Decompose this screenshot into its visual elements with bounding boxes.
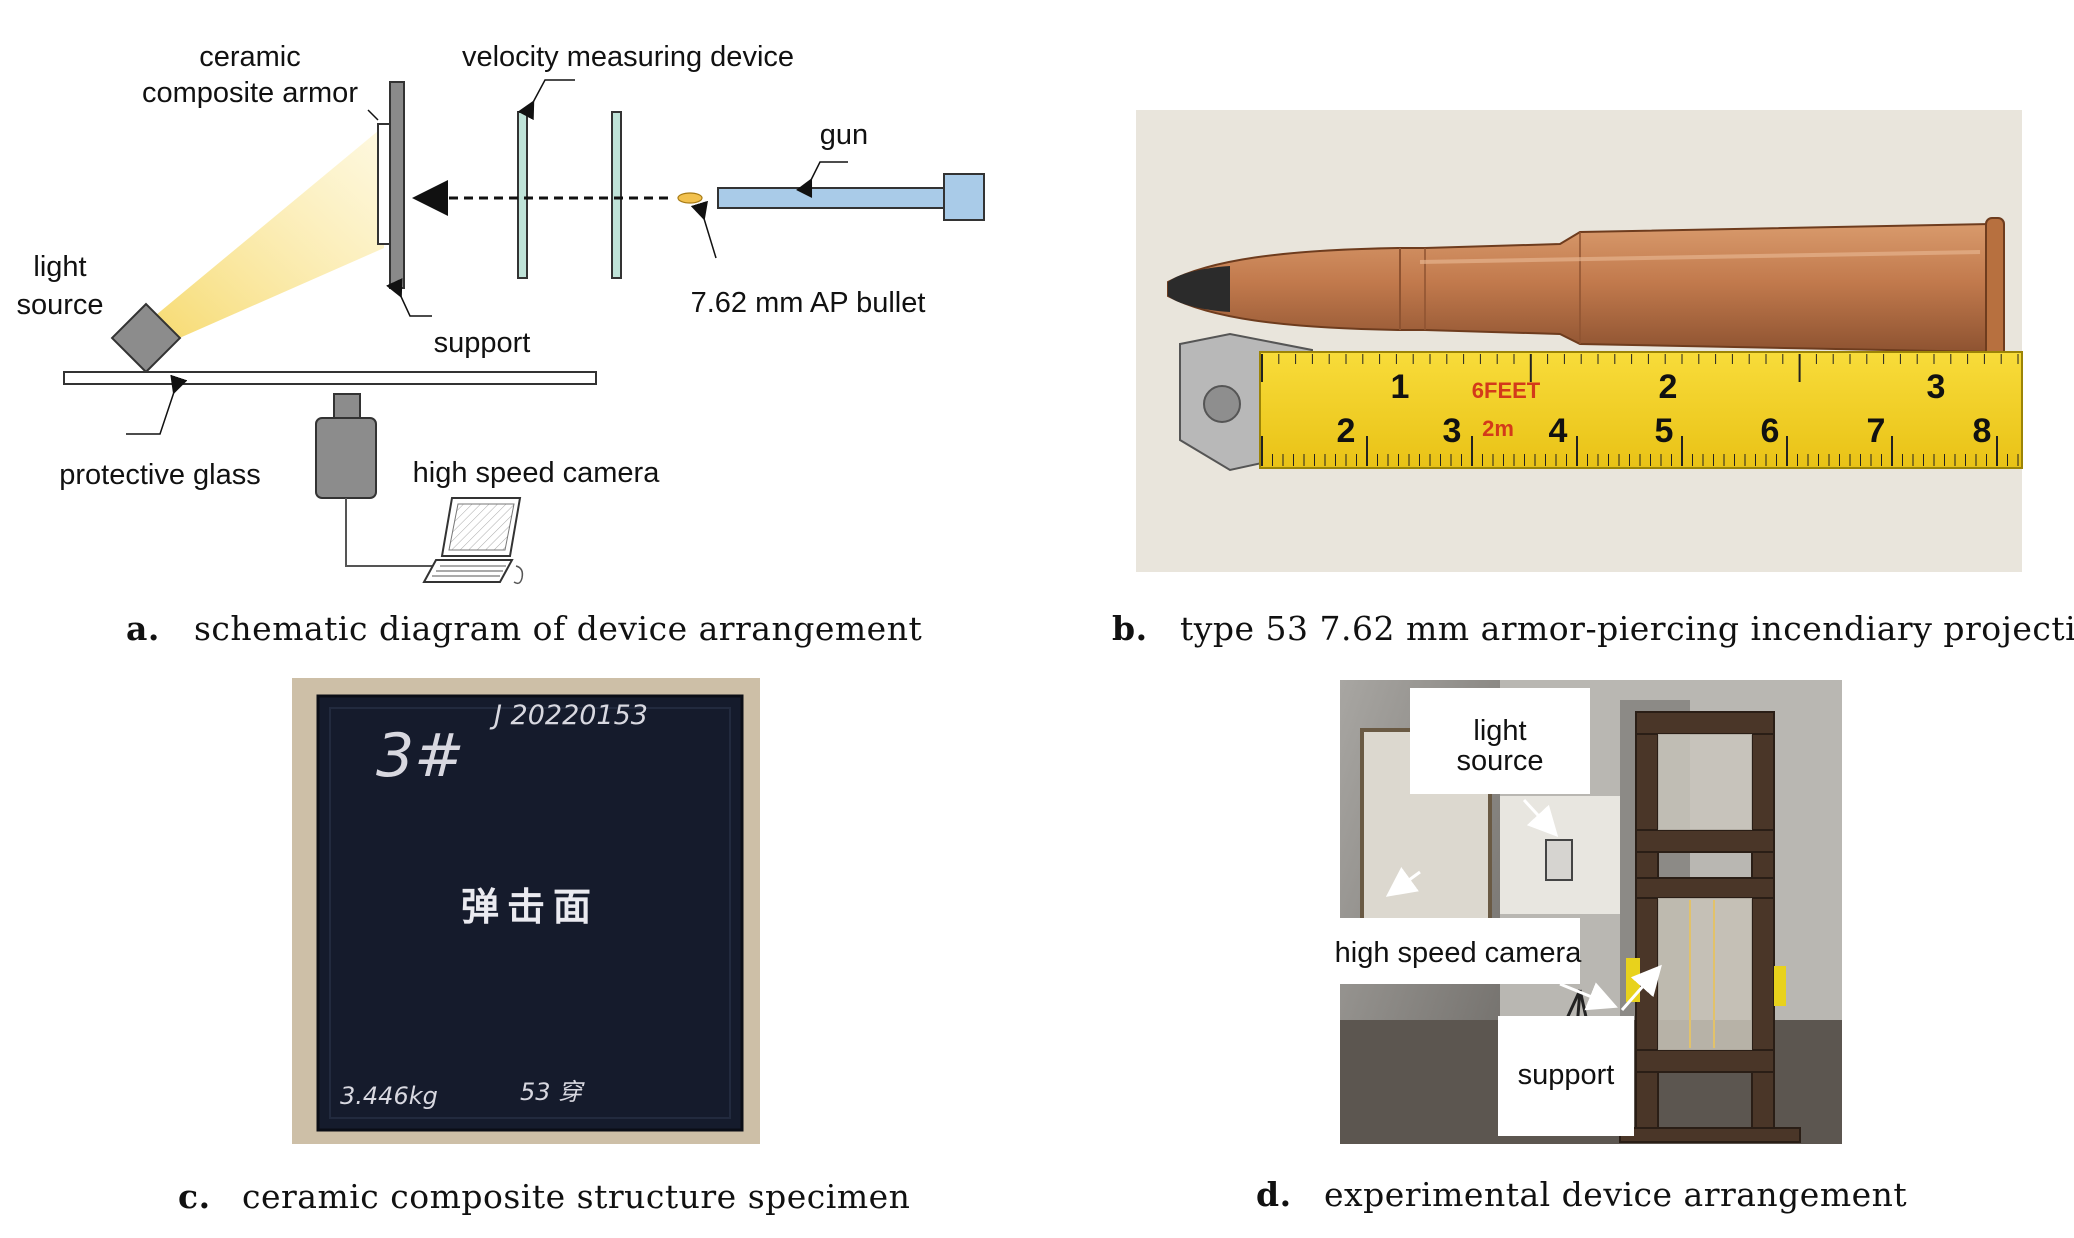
caption-a-letter: a. bbox=[126, 609, 160, 648]
camera-top bbox=[333, 393, 361, 419]
caption-c-letter: c. bbox=[178, 1177, 211, 1216]
label-gun: gun bbox=[820, 119, 868, 151]
handwriting-type: 53 穿 bbox=[520, 1078, 585, 1106]
label-d-support: support bbox=[1518, 1059, 1615, 1091]
panel-a-schematic: ceramic composite armor velocity measuri… bbox=[16, 41, 985, 648]
label-box-light bbox=[1410, 688, 1590, 794]
handwriting-code: J 20220153 bbox=[489, 700, 648, 731]
caption-d-text: experimental device arrangement bbox=[1324, 1175, 1907, 1214]
caption-b-letter: b. bbox=[1112, 609, 1148, 648]
velocity-plate-left bbox=[517, 111, 528, 279]
pointer-velocity bbox=[517, 79, 575, 121]
caption-a-text: schematic diagram of device arrangement bbox=[194, 609, 922, 648]
label-d-camera: high speed camera bbox=[1335, 937, 1583, 969]
tape-cm-label: 2 bbox=[1337, 412, 1356, 450]
tape-text-feet: 6FEET bbox=[1472, 378, 1541, 403]
arrow-support bbox=[1620, 964, 1662, 1011]
label-ceramic-line1: ceramic bbox=[199, 41, 301, 73]
pointer-bullet bbox=[690, 200, 717, 259]
gun-breech bbox=[943, 173, 985, 221]
pointer-ceramic bbox=[367, 109, 379, 121]
tape-cm-label: 7 bbox=[1867, 412, 1886, 450]
handwriting-weight: 3.446kg bbox=[340, 1082, 438, 1110]
handwriting-top: 3# bbox=[376, 721, 464, 791]
tape-cm-label: 8 bbox=[1973, 412, 1992, 450]
label-box-support bbox=[1498, 1016, 1634, 1136]
label-camera: high speed camera bbox=[413, 457, 661, 489]
arrow-light-2 bbox=[1385, 867, 1421, 897]
label-d-light-line2: source bbox=[1456, 745, 1543, 777]
pointer-support bbox=[386, 278, 432, 317]
tape-ticks bbox=[1261, 354, 2019, 466]
caption-c-text: ceramic composite structure specimen bbox=[242, 1177, 910, 1216]
tape-inch-label: 2 bbox=[1659, 368, 1678, 406]
caption-d-letter: d. bbox=[1256, 1175, 1292, 1214]
support-plate bbox=[389, 81, 405, 289]
arrow-light bbox=[1522, 798, 1559, 838]
pointer-gun bbox=[795, 161, 848, 199]
label-support: support bbox=[434, 327, 531, 359]
camera-cable bbox=[345, 498, 436, 567]
bullet-icon bbox=[677, 192, 703, 204]
tape-cm-label: 4 bbox=[1549, 412, 1568, 450]
panel-d-photo: light source high speed camera support d… bbox=[1256, 680, 1907, 1214]
label-bullet: 7.62 mm AP bullet bbox=[691, 287, 926, 319]
protective-glass bbox=[63, 371, 597, 385]
label-light-line1: light bbox=[33, 251, 86, 283]
specimen-plate bbox=[316, 694, 744, 1132]
tape-inch-label: 1 bbox=[1391, 368, 1410, 406]
light-source-icon bbox=[110, 302, 182, 374]
label-velocity: velocity measuring device bbox=[462, 41, 794, 73]
light-device bbox=[1545, 839, 1573, 881]
tape-cm-label: 6 bbox=[1761, 412, 1780, 450]
tape-cm-label: 3 bbox=[1443, 412, 1462, 450]
caption-b-text: type 53 7.62 mm armor-piercing incendiar… bbox=[1180, 609, 2074, 648]
label-protective-glass: protective glass bbox=[59, 459, 261, 491]
velocity-plate-right bbox=[611, 111, 622, 279]
tape-inch-label: 3 bbox=[1927, 368, 1946, 406]
laptop-icon bbox=[422, 497, 524, 585]
gun-barrel bbox=[717, 187, 945, 209]
panel-c-photo: 3# J 20220153 弹击面 3.446kg 53 穿 c. cerami… bbox=[178, 678, 910, 1216]
light-beam bbox=[150, 126, 384, 340]
wooden-support-frame bbox=[1619, 711, 1801, 1143]
label-light-line2: source bbox=[16, 289, 103, 321]
label-d-light-line1: light bbox=[1473, 715, 1526, 747]
camera-body bbox=[315, 417, 377, 499]
cartridge-image bbox=[1167, 217, 2005, 359]
tape-cm-label: 5 bbox=[1655, 412, 1674, 450]
label-ceramic-line2: composite armor bbox=[142, 77, 358, 109]
arrow-camera bbox=[1559, 982, 1618, 1011]
specimen-center-text: 弹击面 bbox=[461, 884, 599, 929]
label-box-camera bbox=[1340, 918, 1580, 984]
pointer-glass bbox=[126, 374, 188, 435]
ceramic-armor-plate bbox=[377, 123, 391, 245]
tape-text-meters: 2m bbox=[1482, 416, 1514, 441]
